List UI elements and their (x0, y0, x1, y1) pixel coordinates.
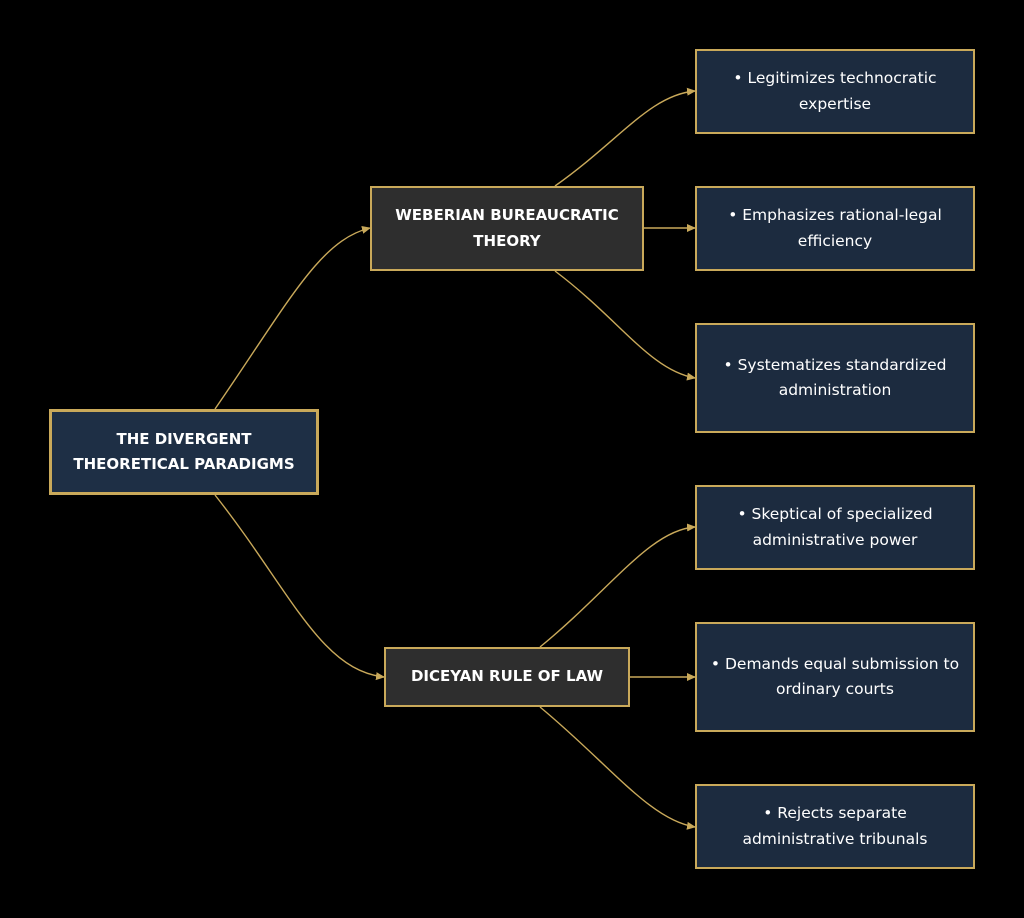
edge-root-to-dicey (214, 494, 385, 681)
branch-node-label: WEBERIAN BUREAUCRATIC THEORY (395, 206, 619, 250)
leaf-node-label: • Skeptical of specialized administrativ… (737, 505, 933, 549)
leaf-node-ordinary-courts[interactable]: • Demands equal submission to ordinary c… (695, 622, 975, 732)
root-node-label: THE DIVERGENT THEORETICAL PARADIGMS (73, 429, 295, 474)
leaf-node-label: • Systematizes standardized administrati… (723, 355, 947, 400)
root-node[interactable]: THE DIVERGENT THEORETICAL PARADIGMS (49, 409, 319, 495)
leaf-node-technocratic-expertise[interactable]: • Legitimizes technocratic expertise (695, 49, 975, 134)
leaf-node-label: • Emphasizes rational-legal efficiency (728, 206, 942, 250)
edge-root-to-weber (214, 225, 371, 410)
leaf-node-label: • Legitimizes technocratic expertise (733, 69, 937, 113)
leaf-node-label: • Rejects separate administrative tribun… (742, 804, 928, 848)
leaf-node-standardized-administration[interactable]: • Systematizes standardized administrati… (695, 323, 975, 433)
leaf-node-rational-legal-efficiency[interactable]: • Emphasizes rational-legal efficiency (695, 186, 975, 271)
leaf-node-administrative-tribunals[interactable]: • Rejects separate administrative tribun… (695, 784, 975, 869)
edge-dicey-to-leaf-4 (539, 523, 696, 648)
branch-node-diceyan[interactable]: DICEYAN RULE OF LAW (384, 647, 630, 707)
branch-node-weberian[interactable]: WEBERIAN BUREAUCRATIC THEORY (370, 186, 644, 271)
edge-weber-to-leaf-3 (554, 270, 696, 381)
leaf-node-label: • Demands equal submission to ordinary c… (710, 654, 960, 699)
branch-node-label: DICEYAN RULE OF LAW (410, 667, 604, 686)
edge-dicey-to-leaf-6 (539, 706, 696, 830)
edge-weber-to-leaf-1 (554, 87, 696, 187)
leaf-node-skeptical-administrative-power[interactable]: • Skeptical of specialized administrativ… (695, 485, 975, 570)
